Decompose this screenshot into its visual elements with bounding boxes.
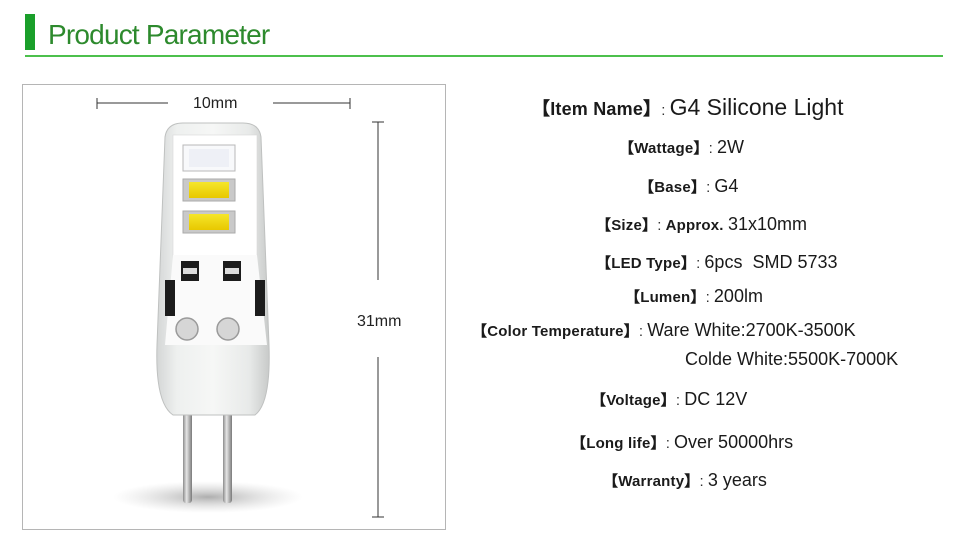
spec-key: 【Warranty】 [603,473,700,490]
spec-value: 6pcs SMD 5733 [704,252,838,272]
spec-item-name: 【Item Name】: G4 Silicone Light [532,94,843,124]
spec-color-temperature-line2: Colde White:5500K-7000K [685,346,898,374]
spec-separator: : [638,323,648,340]
spec-led-type: 【LED Type】: 6pcs SMD 5733 [596,249,838,277]
spec-wattage: 【Wattage】: 2W [619,134,744,162]
spec-key: 【Wattage】 [619,140,709,157]
spec-separator: : [699,473,708,490]
spec-separator: : [706,179,715,196]
spec-value: G4 Silicone Light [669,94,844,120]
width-dimension-label: 10mm [193,95,238,112]
spec-key: 【Size】 [596,217,658,234]
spec-warranty: 【Warranty】: 3 years [603,467,767,495]
spec-separator: : [665,435,675,452]
spec-base: 【Base】: G4 [639,173,738,201]
header-accent-bar [25,14,35,50]
section-title: Product Parameter [48,19,270,50]
spec-value: 200lm [713,286,763,306]
spec-value: 2W [716,137,744,157]
spec-key: 【Lumen】 [625,289,706,306]
spec-separator: : [705,289,714,306]
header-divider [25,55,943,57]
spec-lumen: 【Lumen】: 200lm [625,283,763,311]
spec-key: 【Voltage】 [591,392,676,409]
spec-key: 【Long life】 [571,435,666,452]
spec-separator: : [657,217,666,234]
spec-key: 【Base】 [639,179,707,196]
spec-key: 【LED Type】 [596,255,697,272]
spec-voltage: 【Voltage】: DC 12V [591,386,747,414]
section-header: Product Parameter [0,0,960,62]
spec-separator: : [696,255,705,272]
g4-bulb-image [96,98,384,518]
spec-color-temperature: 【Color Temperature】: Ware White:2700K-35… [472,317,856,345]
spec-value: G4 [714,176,739,196]
spec-long-life: 【Long life】: Over 50000hrs [571,429,793,457]
spec-separator: : [675,392,685,409]
spec-value: Colde White:5500K-7000K [685,349,899,369]
height-dimension-label: 31mm [357,313,402,330]
spec-separator: : [661,102,670,119]
spec-key: 【Color Temperature】 [472,323,639,340]
spec-value: 3 years [707,470,767,490]
product-photo: 10mm 31mm [22,84,446,530]
spec-value: Over 50000hrs [674,432,794,452]
spec-key: 【Item Name】 [532,99,662,119]
spec-value-prefix: Approx. [665,217,728,234]
spec-size: 【Size】: Approx. 31x10mm [596,211,807,239]
spec-value: 31x10mm [728,214,808,234]
spec-separator: : [708,140,717,157]
spec-value: DC 12V [684,389,748,409]
spec-value: Ware White:2700K-3500K [647,320,856,340]
